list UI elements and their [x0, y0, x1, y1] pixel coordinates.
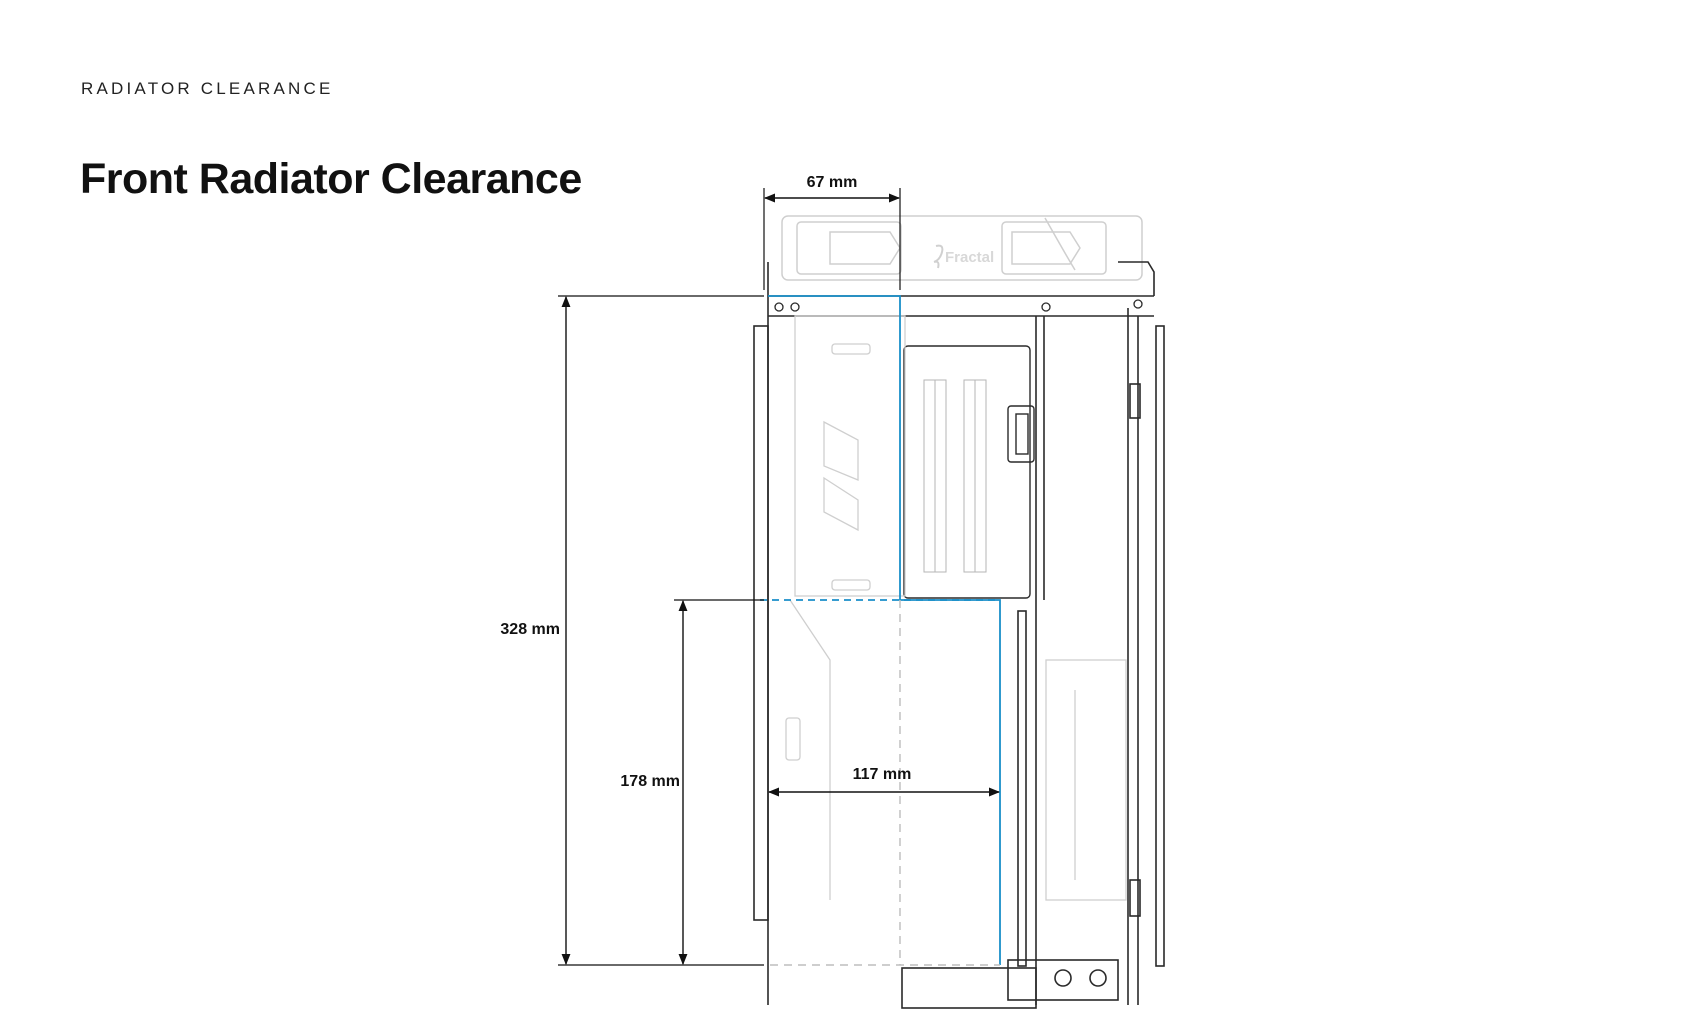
dimension-lower-height: 178 mm	[620, 599, 764, 966]
psu-connector-panel	[903, 345, 1035, 599]
dim-label-top-width: 67 mm	[807, 174, 858, 191]
dimension-lower-width: 117 mm	[767, 766, 1001, 797]
brand-mark: Fractal	[945, 249, 994, 266]
pin-header-rows	[923, 379, 987, 573]
page-title: Front Radiator Clearance	[80, 155, 582, 203]
brand-logo-icon	[933, 244, 944, 269]
dimension-total-height: 328 mm	[500, 295, 764, 966]
top-fan-assembly	[781, 215, 1143, 281]
faded-interior	[785, 315, 1127, 901]
dim-label-lower-width: 117 mm	[853, 766, 912, 783]
radiator-clearance-box	[768, 295, 1001, 965]
dim-label-lower-height: 178 mm	[620, 773, 680, 790]
dimension-top-width: 67 mm	[763, 174, 901, 290]
case-outline	[753, 261, 1165, 1009]
case-screws	[774, 299, 1143, 312]
section-eyebrow: RADIATOR CLEARANCE	[81, 79, 334, 98]
dim-label-total-height: 328 mm	[500, 621, 560, 638]
